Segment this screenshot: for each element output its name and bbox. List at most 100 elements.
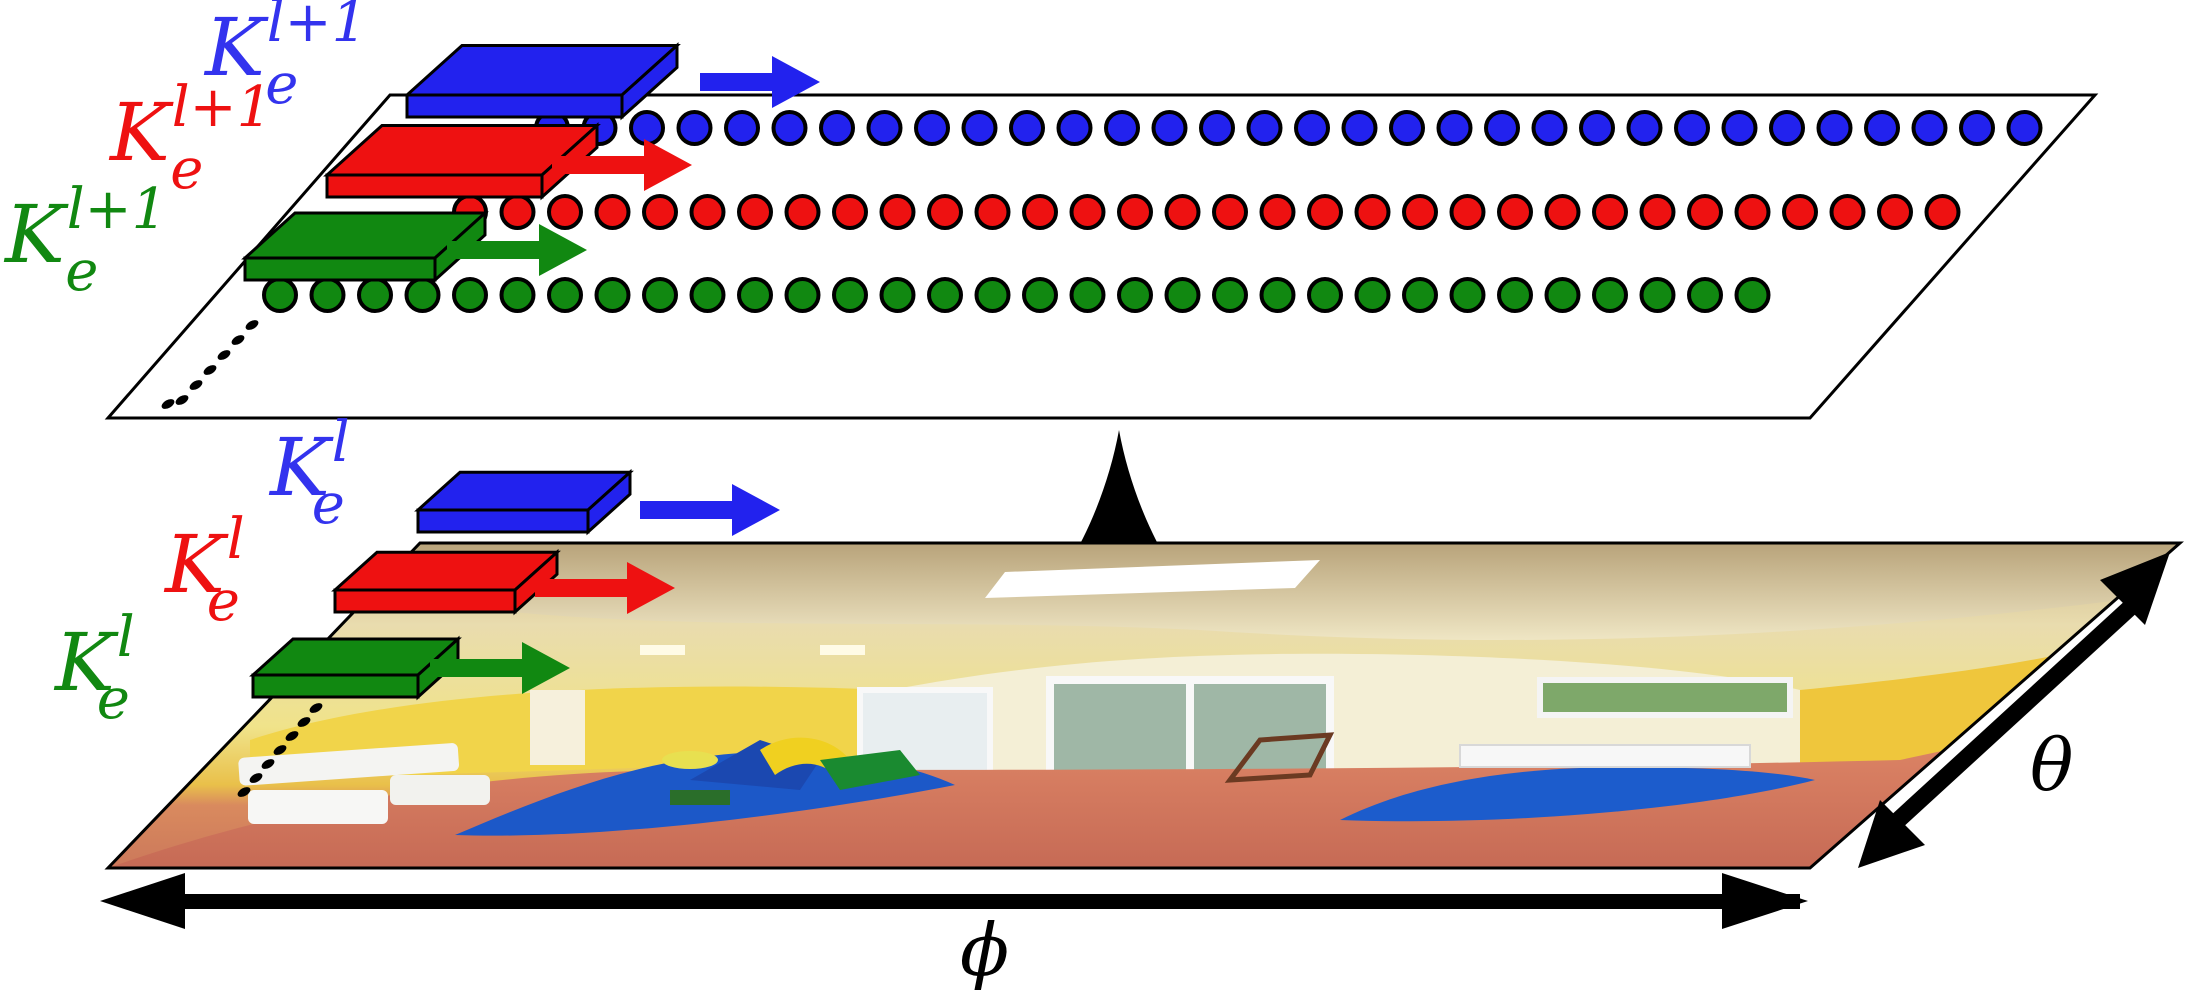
red-node [1734, 194, 1771, 230]
blue-node [1104, 110, 1140, 146]
blue-node [1864, 110, 1900, 146]
red-node [1877, 194, 1913, 230]
red-node [1782, 194, 1818, 230]
red-node [1829, 194, 1866, 230]
arrow-red-current [535, 562, 675, 614]
red-node [737, 194, 773, 230]
ellipsis-dots-top [161, 320, 259, 409]
blue-node [676, 110, 713, 146]
arrow-green-current [430, 642, 570, 694]
blue-node [1341, 110, 1378, 146]
red-node [1212, 194, 1248, 230]
blue-node [1531, 110, 1568, 146]
green-node [1592, 277, 1628, 313]
kernel-block-blue-next [403, 42, 681, 121]
red-node [1924, 194, 1961, 230]
blue-node [1056, 110, 1093, 146]
blue-node [819, 110, 855, 146]
red-node [879, 194, 916, 230]
green-node [1069, 277, 1106, 313]
green-node [262, 277, 298, 313]
green-node [689, 277, 726, 313]
green-node [1022, 277, 1058, 313]
kernel-block-green-current [249, 635, 462, 701]
red-node [1307, 194, 1343, 230]
red-node [1117, 194, 1153, 230]
red-node [1069, 194, 1106, 230]
red-node [689, 194, 726, 230]
blue-node [1294, 110, 1330, 146]
green-node [1639, 277, 1676, 313]
red-node [1259, 194, 1296, 230]
theta-axis-arrow [1858, 552, 2170, 868]
red-node [594, 194, 631, 230]
blue-node [1389, 110, 1425, 146]
red-node [974, 194, 1011, 230]
kernel-block-blue-current [414, 468, 634, 536]
blue-node [629, 110, 665, 146]
blue-node [1816, 110, 1853, 146]
green-node [309, 277, 346, 313]
green-node [1212, 277, 1248, 313]
theta-label: θ [2030, 723, 2073, 807]
green-node [1117, 277, 1153, 313]
green-node [1544, 277, 1581, 313]
green-node [927, 277, 963, 313]
blue-node [1009, 110, 1045, 146]
green-node [879, 277, 916, 313]
kernels-current-layer [249, 468, 780, 701]
blue-node [1436, 110, 1473, 146]
blue-node [1199, 110, 1235, 146]
green-node [547, 277, 583, 313]
kernels-next-layer [241, 42, 820, 284]
blue-node [866, 110, 903, 146]
green-node [404, 277, 441, 313]
green-node [357, 277, 393, 313]
arrow-blue-current [640, 484, 780, 536]
ellipsis-dots-bottom [237, 703, 323, 797]
blue-node [1626, 110, 1663, 146]
green-node [1449, 277, 1486, 313]
red-node [927, 194, 963, 230]
blue-node [1246, 110, 1283, 146]
red-node [1022, 194, 1058, 230]
red-node [1164, 194, 1201, 230]
green-node [737, 277, 773, 313]
red-node [784, 194, 821, 230]
red-node [832, 194, 868, 230]
green-node [832, 277, 868, 313]
green-node [1259, 277, 1296, 313]
red-node [1592, 194, 1628, 230]
blue-node [1769, 110, 1805, 146]
red-node [1687, 194, 1723, 230]
green-node [1354, 277, 1391, 313]
green-node [594, 277, 631, 313]
red-node [1544, 194, 1581, 230]
red-node [1639, 194, 1676, 230]
red-node [1354, 194, 1391, 230]
blue-node [1151, 110, 1188, 146]
arrow-red-next [552, 139, 692, 191]
green-node [1164, 277, 1201, 313]
green-node [1497, 277, 1533, 313]
blue-node [724, 110, 760, 146]
green-node [642, 277, 678, 313]
blue-node [1959, 110, 1995, 146]
red-node [1449, 194, 1486, 230]
green-node [1402, 277, 1438, 313]
blue-node [1674, 110, 1710, 146]
arrow-blue-next [700, 56, 820, 108]
blue-node [2006, 110, 2043, 146]
blue-node [1911, 110, 1948, 146]
red-node [499, 194, 536, 230]
arrow-green-next [447, 224, 587, 276]
